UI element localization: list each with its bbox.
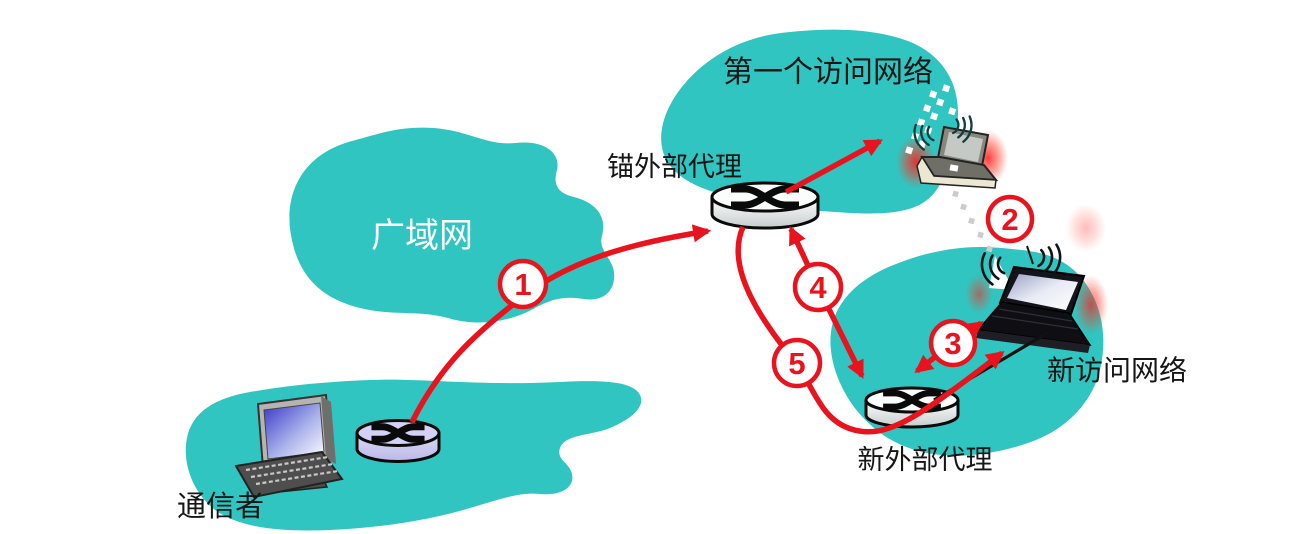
red-signal-glow-new-laptop <box>965 204 1108 335</box>
step-circle-1: 1 <box>497 258 549 310</box>
new-fa-label: 新外部代理 <box>858 445 993 475</box>
step-circle-4: 4 <box>792 261 844 313</box>
new-laptop-icon <box>976 245 1092 353</box>
step-1-number: 1 <box>514 267 531 302</box>
step-3-number: 3 <box>944 326 961 361</box>
step-4-number: 4 <box>809 270 827 305</box>
wan-label: 广域网 <box>371 217 473 255</box>
arrow-anchor-to-old-laptop <box>784 138 883 195</box>
anchor-fa-label: 锚外部代理 <box>607 152 742 182</box>
new-visited-network-label: 新访问网络 <box>1047 355 1187 386</box>
step-circle-3: 3 <box>928 318 978 368</box>
old-laptop-icon <box>916 125 999 189</box>
desktop-computer-icon <box>234 393 344 499</box>
step-2-number: 2 <box>1001 202 1018 237</box>
wifi-signal-icon-old <box>913 115 973 151</box>
new-fa-router-icon <box>864 386 960 429</box>
step-circle-5: 5 <box>771 337 823 389</box>
first-visited-network-label: 第一个访问网络 <box>723 56 933 89</box>
correspondent-router-icon <box>355 419 441 463</box>
wifi-signal-icon-new <box>980 243 1062 286</box>
arrow-step5-anchor-via-newfa-to-laptop <box>735 225 1005 435</box>
correspondent-label: 通信者 <box>177 490 264 523</box>
movement-trail-to-new-network <box>952 190 993 253</box>
anchor-router-icon <box>710 181 820 230</box>
first-visited-network-blob <box>661 29 958 214</box>
step-circle-2: 2 <box>985 194 1035 244</box>
step-5-number: 5 <box>788 346 805 381</box>
